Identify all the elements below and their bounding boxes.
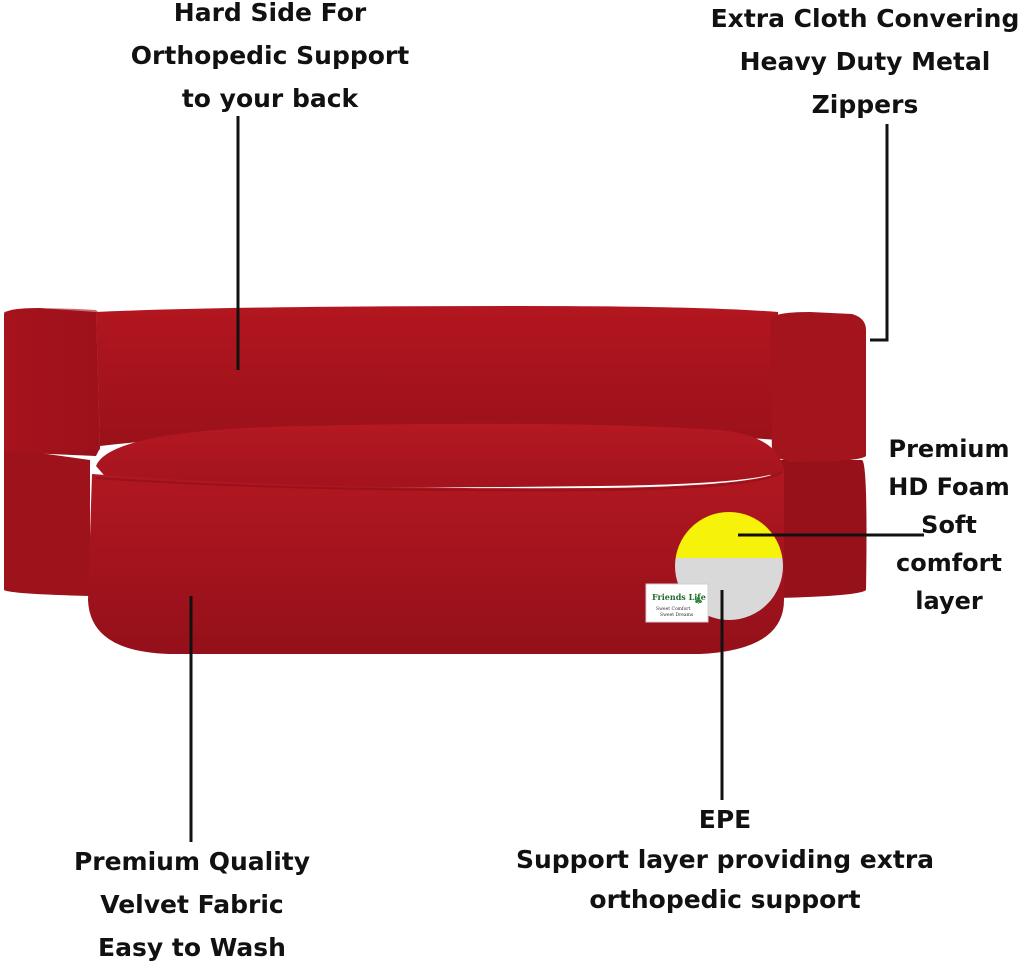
seat-front — [88, 470, 784, 654]
callout-epe: EPE Support layer providing extra orthop… — [512, 800, 938, 920]
callout-foam-line-5: layer — [915, 587, 983, 615]
callout-fabric-line-2: Velvet Fabric — [100, 890, 284, 919]
right-arm — [770, 312, 866, 462]
callout-foam-line-4: comfort — [896, 549, 1002, 577]
callout-foam: Premium HD Foam Soft comfort layer — [874, 430, 1024, 620]
callout-hard-side-line-3: to your back — [181, 84, 359, 113]
callout-epe-line-1: EPE — [698, 805, 752, 834]
brand-tag-tagline-1: Sweet Comfort — [656, 606, 690, 612]
sofa-base-right — [770, 460, 867, 598]
seat-edge — [95, 471, 783, 492]
brand-tag-tagline-2: Sweet Dreams — [660, 612, 694, 618]
callout-hard-side: Hard Side For Orthopedic Support to your… — [100, 0, 440, 120]
callout-hard-side-line-1: Hard Side For — [173, 0, 367, 27]
brand-tag: Friends Life Sweet Comfort Sweet Dreams … — [645, 583, 709, 623]
callout-fabric-line-3: Easy to Wash — [98, 933, 286, 962]
sofa-backrest — [96, 306, 780, 446]
callout-line-zippers — [870, 124, 889, 342]
callout-foam-line-3: Soft — [921, 511, 977, 539]
leaf-icon: ♣ — [694, 596, 703, 607]
brand-tag-name: Friends Life — [652, 592, 706, 602]
callout-zippers-line-2: Heavy Duty Metal — [739, 47, 991, 76]
callout-zippers: Extra Cloth Convering Heavy Duty Metal Z… — [700, 0, 1024, 126]
callout-zippers-line-1: Extra Cloth Convering — [710, 4, 1020, 33]
callout-fabric-line-1: Premium Quality — [73, 847, 311, 876]
callout-hard-side-line-2: Orthopedic Support — [130, 41, 410, 70]
seat-top — [96, 423, 784, 488]
callout-foam-line-2: HD Foam — [888, 473, 1010, 501]
left-arm-top — [4, 308, 104, 452]
sofa-base — [4, 448, 90, 596]
callout-fabric: Premium Quality Velvet Fabric Easy to Wa… — [44, 840, 340, 969]
callout-foam-line-1: Premium — [888, 435, 1010, 463]
callout-epe-line-2: Support layer providing extra — [515, 845, 935, 874]
callout-epe-line-3: orthopedic support — [589, 885, 861, 914]
callout-zippers-line-3: Zippers — [811, 90, 919, 119]
